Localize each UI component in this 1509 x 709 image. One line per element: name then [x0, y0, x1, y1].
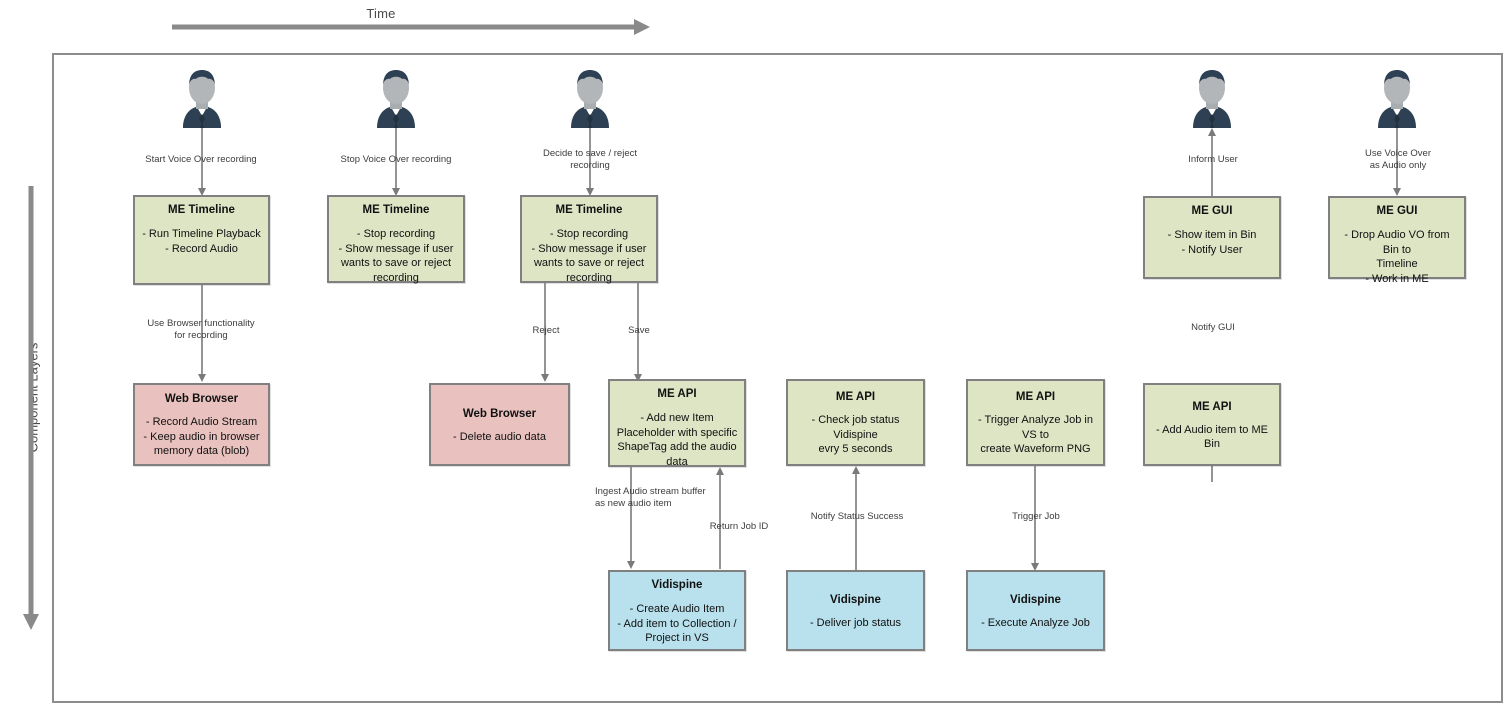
edge-label-ingest: Ingest Audio stream buffer as new audio … [595, 486, 706, 509]
component-layers-arrow [22, 186, 40, 630]
node-title: Web Browser [462, 407, 537, 420]
node-body: - Delete audio data [453, 430, 546, 443]
connector-avatar-to-me-gui-2 [1391, 128, 1405, 197]
node-title: Web Browser [164, 393, 239, 406]
node-me-timeline-1[interactable]: ME Timeline - Run Timeline Playback - Re… [133, 195, 270, 285]
time-axis-arrow [172, 18, 650, 36]
edge-label-decide: Decide to save / reject recording [543, 148, 637, 171]
node-me-api-2[interactable]: ME API - Check job status Vidispine evry… [786, 379, 925, 466]
connector-me-api-1-to-vidispine-1 [625, 467, 639, 570]
edge-label-return-job-id: Return Job ID [709, 521, 769, 532]
node-me-api-1[interactable]: ME API - Add new Item Placeholder with s… [608, 379, 746, 468]
connector-me-timeline-3-to-me-api-1 [632, 283, 646, 383]
edge-label-inform-user: Inform User [1188, 154, 1238, 165]
connector-avatar-to-me-timeline-3 [584, 128, 598, 197]
node-title: Vidispine [651, 579, 703, 591]
node-body: - Stop recording - Show message if user … [531, 228, 647, 284]
node-me-gui-2[interactable]: ME GUI - Drop Audio VO from Bin to Timel… [1328, 196, 1466, 285]
node-web-browser-2[interactable]: Web Browser - Delete audio data [429, 383, 570, 466]
connector-me-gui-1-to-avatar [1206, 128, 1220, 197]
node-vidispine-2[interactable]: Vidispine - Deliver job status [786, 570, 925, 651]
node-title: ME Timeline [555, 204, 623, 216]
node-me-timeline-2[interactable]: ME Timeline - Stop recording - Show mess… [327, 195, 465, 284]
connector-vidispine-2-to-me-api-2 [850, 466, 864, 572]
connector-me-timeline-1-to-web-browser-1 [196, 285, 210, 383]
node-title: ME Timeline [168, 204, 235, 216]
node-body: - Deliver job status [809, 616, 902, 629]
node-web-browser-1[interactable]: Web Browser - Record Audio Stream - Keep… [133, 383, 270, 466]
node-title: Vidispine [1010, 593, 1061, 606]
edge-label-save: Save [628, 325, 650, 336]
node-title: Vidispine [830, 593, 881, 606]
diagram-frame [52, 53, 1503, 703]
node-vidispine-3[interactable]: Vidispine - Execute Analyze Job [966, 570, 1105, 651]
node-me-api-3[interactable]: ME API - Trigger Analyze Job in VS to cr… [966, 379, 1105, 466]
edge-label-stop-vo: Stop Voice Over recording [340, 154, 452, 165]
actor-avatar [559, 66, 621, 136]
node-title: ME API [657, 388, 697, 400]
edge-label-use-browser: Use Browser functionality for recording [147, 318, 255, 341]
time-axis-label: Time [366, 6, 396, 21]
actor-avatar [365, 66, 427, 136]
connector-vidispine-1-to-me-api-1 [714, 467, 728, 570]
edge-label-reject: Reject [532, 325, 560, 336]
node-vidispine-1[interactable]: Vidispine - Create Audio Item - Add item… [608, 570, 746, 651]
node-body: - Add Audio item to ME Bin [1156, 423, 1268, 451]
node-body: - Record Audio Stream - Keep audio in br… [143, 416, 260, 458]
node-body: - Add new Item Placeholder with specific… [616, 412, 738, 468]
edge-label-start-vo: Start Voice Over recording [145, 154, 257, 165]
node-body: - Show item in Bin - Notify User [1167, 229, 1257, 256]
node-title: ME API [1192, 400, 1232, 413]
node-title: ME API [835, 391, 876, 404]
node-me-api-4[interactable]: ME API - Add Audio item to ME Bin [1143, 383, 1281, 466]
connector-avatar-to-me-timeline-1 [196, 128, 210, 197]
node-title: ME API [1015, 391, 1056, 404]
node-body: - Run Timeline Playback - Record Audio [142, 228, 261, 255]
edge-label-trigger-job: Trigger Job [1012, 511, 1060, 522]
actor-avatar [171, 66, 233, 136]
actor-avatar [1366, 66, 1428, 136]
node-body: - Drop Audio VO from Bin to Timeline - W… [1344, 229, 1450, 285]
node-body: - Trigger Analyze Job in VS to create Wa… [978, 414, 1093, 456]
node-body: - Create Audio Item - Add item to Collec… [617, 603, 737, 644]
node-title: ME GUI [1376, 205, 1418, 217]
node-title: ME GUI [1191, 205, 1233, 217]
node-body: - Check job status Vidispine evry 5 seco… [811, 414, 900, 456]
node-me-timeline-3[interactable]: ME Timeline - Stop recording - Show mess… [520, 195, 658, 284]
connector-avatar-to-me-timeline-2 [390, 128, 404, 197]
edge-label-use-vo-audio-only: Use Voice Over as Audio only [1365, 148, 1431, 171]
edge-label-notify-gui: Notify GUI [1191, 322, 1235, 333]
node-body: - Execute Analyze Job [981, 616, 1090, 629]
connector-me-api-3-to-vidispine-3 [1029, 466, 1043, 572]
edge-label-notify-status: Notify Status Success [810, 511, 904, 522]
node-title: ME Timeline [362, 204, 430, 216]
node-body: - Stop recording - Show message if user … [338, 228, 454, 284]
connector-me-timeline-3-to-web-browser-2 [539, 283, 553, 383]
actor-avatar [1181, 66, 1243, 136]
node-me-gui-1[interactable]: ME GUI - Show item in Bin - Notify User [1143, 196, 1281, 279]
